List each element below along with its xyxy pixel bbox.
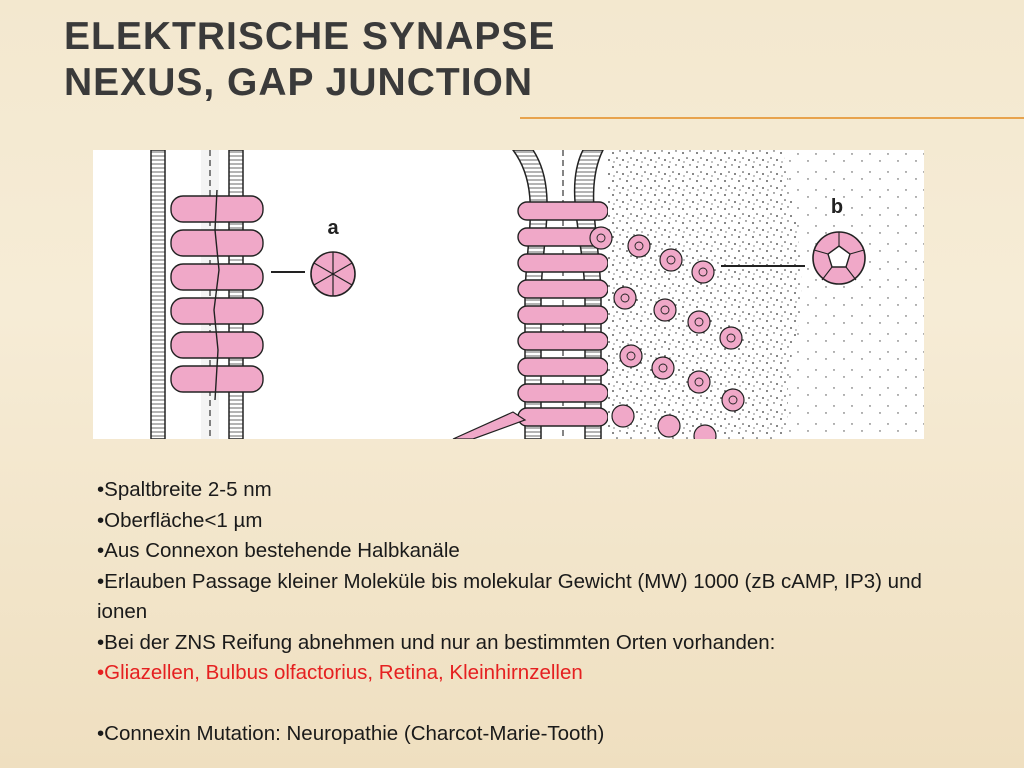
slide-title-line-1: Elektrische Synapse xyxy=(64,15,556,58)
bullet-connexin-mutation: •Connexin Mutation: Neuropathie (Charcot… xyxy=(97,721,605,745)
slide-title: Elektrische Synapse Nexus, gap junction xyxy=(64,14,555,106)
gap-junction-figure: a xyxy=(93,150,924,439)
label-a: a xyxy=(327,217,339,239)
right-connexons xyxy=(517,201,609,427)
left-membrane xyxy=(150,150,244,439)
bullet-gap-width: •Spaltbreite 2-5 nm xyxy=(97,478,272,501)
bullet-surface: •Oberfläche<1 µm xyxy=(97,508,263,532)
fracture-wedge xyxy=(452,411,527,439)
bullet-hemichannels: •Aus Connexon bestehende Halbkanäle xyxy=(97,539,460,562)
title-accent-rule xyxy=(520,117,1024,119)
left-gap-line xyxy=(213,189,220,401)
en-face-connexon-rosettes xyxy=(589,226,745,439)
slide-title-line-2: Nexus, gap junction xyxy=(64,61,534,104)
bullet-spacer xyxy=(97,689,927,719)
rosette-subunit-lines xyxy=(596,233,738,405)
gap-junction-diagram: a xyxy=(150,150,924,439)
connexon-icon-a xyxy=(310,251,356,297)
bullet-cns-maturation: •Bei der ZNS Reifung abnehmen und nur an… xyxy=(97,630,776,654)
stippled-membrane-face xyxy=(608,150,802,439)
connexon-icon-b xyxy=(812,231,866,285)
bullet-list: •Spaltbreite 2-5 nm •Oberfläche<1 µm •Au… xyxy=(97,475,927,749)
bullet-locations-highlight: •Gliazellen, Bulbus olfactorius, Retina,… xyxy=(97,661,583,684)
label-b: b xyxy=(831,196,843,218)
bullet-passage: •Erlauben Passage kleiner Moleküle bis m… xyxy=(97,569,922,624)
stippled-membrane-light xyxy=(783,150,924,439)
